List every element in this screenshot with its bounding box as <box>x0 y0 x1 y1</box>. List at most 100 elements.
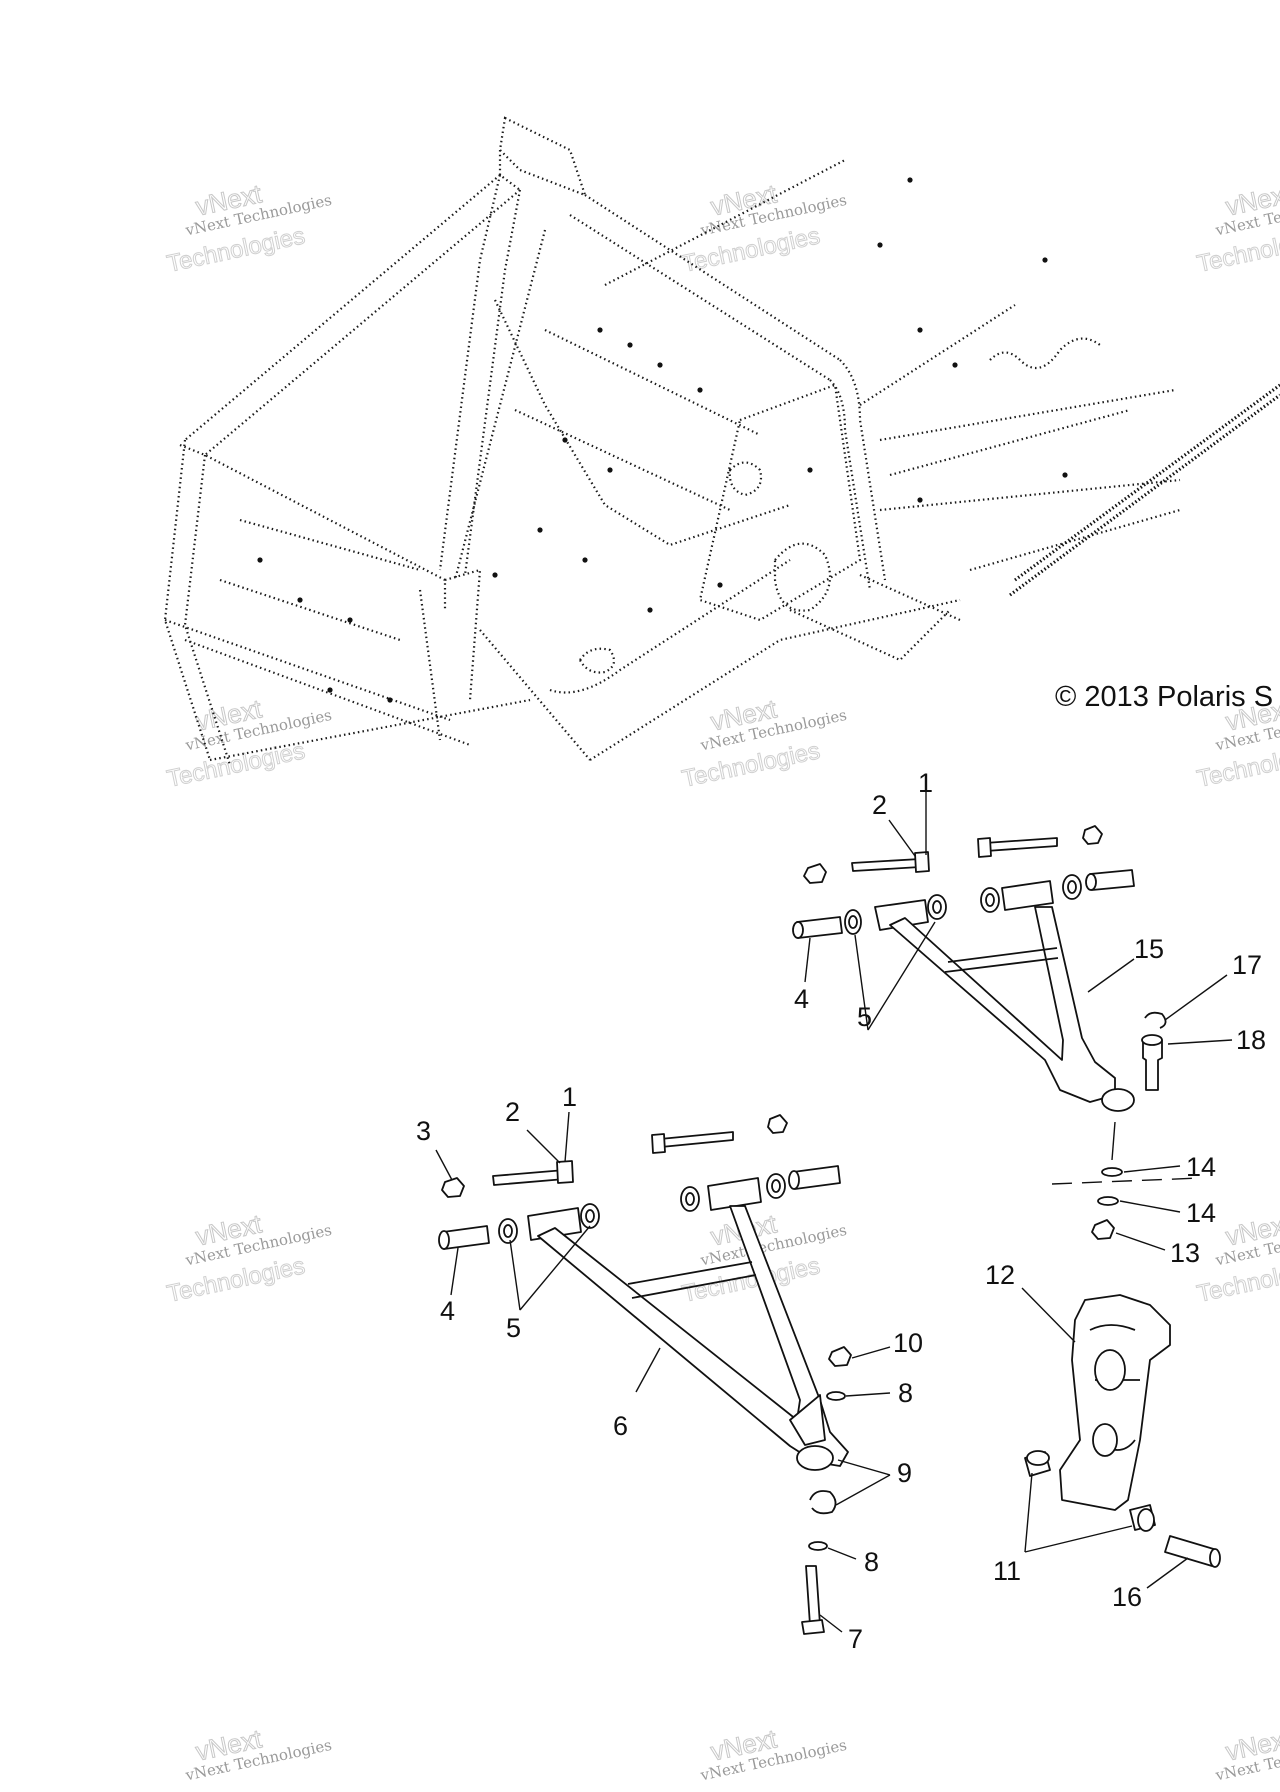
frame-track-spring-2 <box>1014 383 1280 582</box>
callout-label: 10 <box>893 1328 923 1358</box>
lower-bushing-bore <box>771 1179 781 1193</box>
frame-hole <box>717 582 723 588</box>
spindle-axis-line <box>1051 1177 1201 1185</box>
frame-tunnel-wave <box>989 337 1101 370</box>
lower-washer-upper <box>826 1391 846 1401</box>
lower-pin-head <box>801 1619 825 1635</box>
upper-pivot-sleeve-front <box>796 916 843 939</box>
sleeve-end <box>438 1230 450 1250</box>
watermark: vNext vNext Technologies Technologies <box>679 693 848 794</box>
frame-hole <box>917 497 923 503</box>
frame-front-left-post-inner <box>183 454 232 766</box>
lower-bushing-bore <box>685 1192 695 1206</box>
frame-hole <box>327 687 333 693</box>
leader-lower-7 <box>819 1614 843 1633</box>
lower-pivot-sleeve-front <box>442 1225 490 1250</box>
upper-nut-rear <box>1082 825 1103 845</box>
upper-washer-2 <box>1097 1196 1119 1206</box>
frame-tunnel-rail-2 <box>859 304 1016 406</box>
frame-lower-floor <box>549 559 791 694</box>
spindle-opening <box>1094 1349 1126 1391</box>
frame-side-plate <box>698 383 862 622</box>
watermark: vNext vNext Technologies Technologies <box>164 693 333 794</box>
upper-a-arm-rear-boss <box>1001 880 1054 911</box>
frame-hole <box>1062 472 1068 478</box>
watermark: vNext vNext Technologies <box>698 1723 848 1785</box>
frame-front-lower-rail-inner <box>184 638 471 747</box>
upper-a-arm-assembly <box>792 825 1201 1240</box>
callout-label: 11 <box>993 1556 1021 1586</box>
frame-hole <box>257 557 263 563</box>
sleeve-end <box>792 921 804 939</box>
leader-lower-3 <box>435 1149 453 1181</box>
callout-label: 14 <box>1186 1198 1216 1228</box>
watermark: vNext vNext Technologies <box>1213 1723 1280 1785</box>
leader-upper-14b <box>1119 1200 1181 1213</box>
leader-upper-13 <box>1115 1232 1166 1251</box>
spindle-assembly <box>1024 1294 1221 1568</box>
bolt-head <box>977 837 992 858</box>
upper-bushing-bore <box>932 900 942 914</box>
frame-hole <box>917 327 923 333</box>
lower-pin-shank <box>805 1565 821 1626</box>
upper-nut-front <box>803 863 827 884</box>
lower-bushing-bore <box>585 1209 595 1223</box>
leader-lower-9 <box>835 1459 891 1506</box>
frame-top-mount <box>498 116 587 197</box>
upper-ball-joint-top <box>1141 1034 1163 1046</box>
lower-a-arm-gusset <box>789 1394 826 1446</box>
watermark: vNext vNext Technologies Technologies <box>679 178 848 279</box>
frame-front-lower-rail <box>164 618 451 722</box>
callout-label: 7 <box>848 1624 863 1654</box>
leader-lines <box>435 787 1233 1633</box>
frame-front-mid-rail <box>219 578 401 642</box>
frame-body-crease-2 <box>514 409 731 511</box>
frame-hole <box>952 362 958 368</box>
callout-label: 2 <box>505 1097 520 1127</box>
bolt-shank <box>851 858 921 872</box>
watermark: vNext vNext Technologies <box>183 1723 333 1785</box>
frame-rear-upright <box>839 359 887 581</box>
frame-side-plate-hole <box>773 542 832 612</box>
frame-hole <box>597 327 603 333</box>
frame-lower-side-1 <box>479 629 591 761</box>
upper-a-arm <box>889 906 1116 1103</box>
callout-label: 4 <box>440 1296 455 1326</box>
bolt-shank <box>984 837 1058 852</box>
callout-label: 6 <box>613 1411 628 1441</box>
upper-bolt-front <box>851 851 930 873</box>
lower-bushing-bore <box>503 1224 513 1238</box>
leader-upper-2 <box>888 819 916 857</box>
frame-hole <box>807 467 813 473</box>
callout-label: 4 <box>794 984 809 1014</box>
frame-hole <box>492 572 498 578</box>
leader-upper-5 <box>854 921 936 1031</box>
frame-tunnel-rail-4 <box>889 408 1131 477</box>
frame-hole <box>582 557 588 563</box>
lower-shock-nut <box>828 1346 852 1367</box>
callout-label: 8 <box>898 1378 913 1408</box>
frame-tunnel-rail-5 <box>879 478 1181 512</box>
frame-hole <box>387 697 393 703</box>
frame-diagonal-brace-2 <box>463 189 522 576</box>
sleeve-end <box>1209 1548 1221 1568</box>
frame-tunnel-end <box>969 508 1181 572</box>
lower-pivot-sleeve-rear <box>792 1165 841 1190</box>
leader-upper-18 <box>1167 1039 1233 1045</box>
frame-hole <box>657 362 663 368</box>
callout-label: 13 <box>1170 1238 1200 1268</box>
lower-a-arm-rear-boss <box>707 1177 762 1211</box>
frame-hole <box>877 242 883 248</box>
frame-top-mount-edge <box>498 150 521 191</box>
frame-hole <box>607 467 613 473</box>
bolt-head <box>914 851 930 873</box>
leader-lower-1 <box>564 1111 570 1163</box>
callout-label: 1 <box>918 768 933 798</box>
upper-washer-1 <box>1101 1167 1123 1177</box>
lower-retaining-ring <box>809 1490 837 1515</box>
callout-label: 12 <box>985 1260 1015 1290</box>
copyright-notice: © 2013 Polaris S <box>1055 681 1273 713</box>
callout-label: 17 <box>1232 950 1262 980</box>
leader-upper-4 <box>804 937 811 983</box>
frame-front-right-post <box>444 568 482 701</box>
